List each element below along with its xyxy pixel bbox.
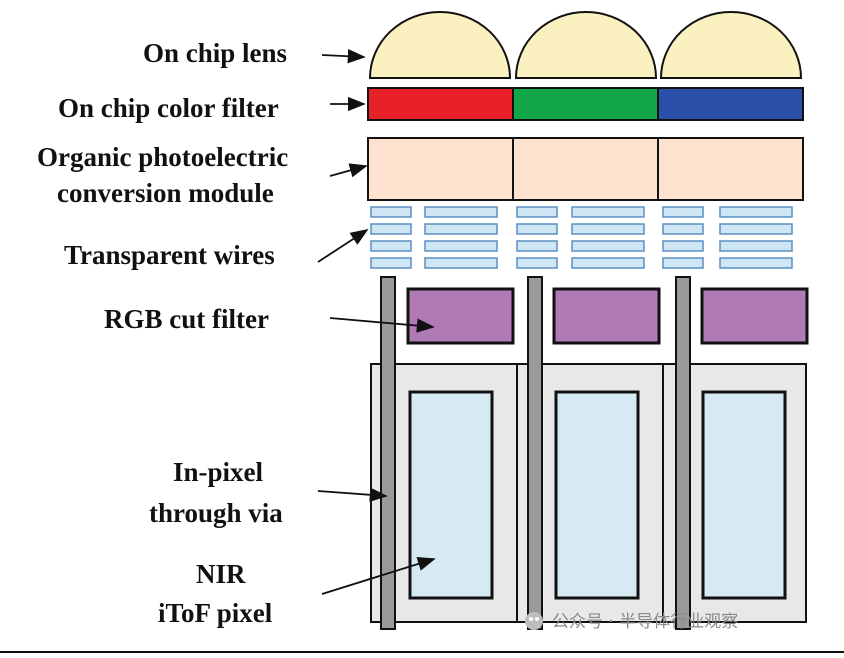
watermark-text: 公众号 · 半导体行业观察 — [552, 612, 738, 632]
arrow-through-via — [317, 487, 388, 502]
watermark: 公众号 · 半导体行业观察 — [525, 612, 738, 632]
rgb-cut-filter-1 — [406, 287, 515, 345]
label-transparent-wires: Transparent wires — [64, 240, 275, 270]
label-on-chip-color-filter: On chip color filter — [58, 93, 279, 123]
on-chip-lens-layer — [368, 11, 803, 79]
through-via-layer — [380, 276, 691, 630]
label-itof-pixel: iToF pixel — [158, 598, 273, 628]
callout-arrows — [317, 49, 436, 595]
nir-pixel-1 — [408, 390, 494, 600]
through-via-1 — [380, 276, 396, 630]
rgb-cut-filter-layer — [406, 287, 809, 345]
lens-3 — [659, 11, 803, 79]
organic-cell-1 — [367, 137, 514, 201]
nir-pixel-2 — [554, 390, 640, 600]
color-filter-layer — [367, 87, 804, 121]
through-via-3 — [675, 276, 691, 630]
arrow-rgb-cut — [329, 317, 435, 333]
nir-pixel-layer — [408, 390, 787, 600]
rgb-cut-filter-3 — [700, 287, 809, 345]
label-in-pixel: In-pixel — [173, 457, 264, 487]
arrow-lens — [321, 49, 366, 64]
arrow-wires — [317, 229, 369, 263]
organic-cell-3 — [657, 137, 804, 201]
organic-cell-2 — [512, 137, 659, 201]
nir-pixel-3 — [701, 390, 787, 600]
label-on-chip-lens: On chip lens — [143, 38, 287, 68]
through-via-2 — [527, 276, 543, 630]
wechat-icon — [525, 612, 543, 630]
lens-2 — [514, 11, 658, 79]
green-filter — [512, 87, 659, 121]
arrow-nir — [321, 556, 436, 595]
label-through-via: through via — [149, 498, 283, 528]
arrow-organic — [329, 163, 368, 178]
lens-1 — [368, 11, 512, 79]
label-nir: NIR — [196, 559, 246, 589]
label-organic-line1: Organic photoelectric — [37, 142, 288, 172]
rgb-cut-filter-2 — [552, 287, 661, 345]
label-rgb-cut-filter: RGB cut filter — [104, 304, 269, 334]
organic-module-layer — [367, 137, 804, 201]
red-filter — [367, 87, 514, 121]
label-organic-line2: conversion module — [57, 178, 274, 208]
blue-filter — [657, 87, 804, 121]
transparent-wires-layer — [370, 206, 793, 269]
